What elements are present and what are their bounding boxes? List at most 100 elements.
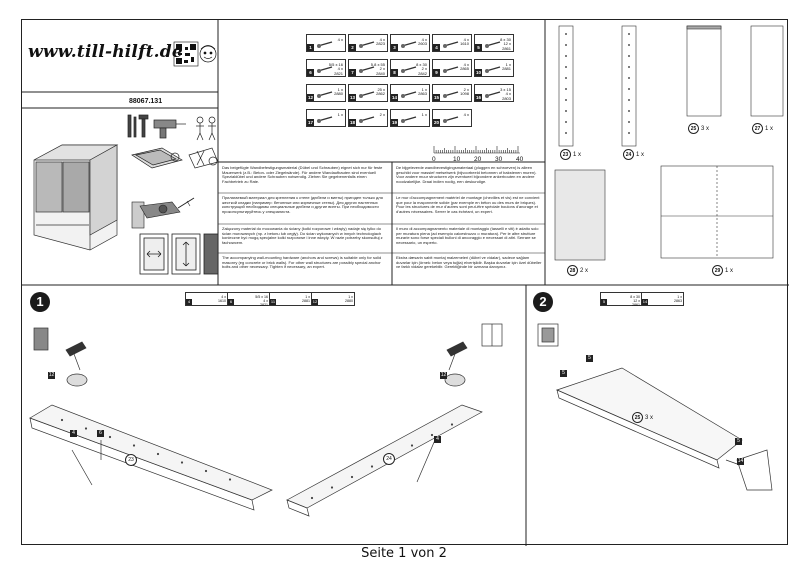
panel-number: 27 bbox=[752, 123, 763, 134]
step1-badge: 1 bbox=[30, 292, 50, 312]
panel-hole bbox=[565, 44, 567, 46]
part-number: 6 bbox=[307, 69, 314, 76]
panel-number: 23 bbox=[560, 149, 571, 160]
part-quantity: 2 x bbox=[379, 112, 385, 117]
step1-hole bbox=[350, 475, 354, 479]
hardware-icon bbox=[317, 116, 333, 123]
page-footer: Seite 1 von 2 bbox=[361, 546, 447, 561]
panel-quantity: 3 x bbox=[701, 126, 710, 132]
step2-illustration bbox=[537, 323, 773, 491]
callout-label: 5 bbox=[735, 438, 742, 445]
qr-code-icon bbox=[173, 41, 199, 67]
part-quantity: 3 x 15 4 x 2803 bbox=[500, 87, 511, 101]
panel-hole bbox=[565, 77, 567, 79]
part-quantity: 8 x 30 12 x 2861 bbox=[500, 37, 511, 51]
panel-hole bbox=[565, 55, 567, 57]
step1-hole bbox=[84, 427, 88, 430]
step1-hole bbox=[204, 469, 208, 473]
instruction-fr: Le mur d'accompagnement matériel de mont… bbox=[396, 196, 540, 214]
hinge-illustration bbox=[131, 197, 195, 229]
ruler-tick-label: 20 bbox=[474, 156, 482, 163]
part-quantity: 8 x 30 2 x 2842 bbox=[416, 62, 427, 76]
step1-hole bbox=[156, 452, 160, 456]
step2-panel-number: 25 bbox=[632, 412, 643, 423]
hardware-icon bbox=[485, 91, 501, 98]
strip-part-number: 6 bbox=[228, 299, 234, 305]
hardware-icon bbox=[401, 41, 417, 48]
part-quantity: 4 x 2823 bbox=[376, 37, 385, 47]
panel-quantity: 2 x bbox=[580, 268, 589, 274]
step1-illustration bbox=[29, 323, 503, 517]
panel-quantity: 1 x bbox=[725, 268, 734, 274]
strip-part-number: 5 bbox=[601, 299, 607, 305]
instruction-en: The accompanying wall-mounting hardware … bbox=[222, 256, 382, 270]
step1-hole bbox=[310, 496, 314, 500]
panel-quantity: 1 x bbox=[573, 152, 582, 158]
strip-part-quantity: 8 x 30 12 x 2861 bbox=[630, 295, 641, 307]
panel-number: 28 bbox=[567, 265, 578, 276]
strip-part-number: 12 bbox=[312, 299, 318, 305]
instruction-nl: De bijgeleverde wandbevestigingsmateriaa… bbox=[396, 166, 537, 184]
panel-hole bbox=[565, 33, 567, 35]
strip-part-number: 11 bbox=[270, 299, 276, 305]
part-quantity: 4 x 2865 bbox=[460, 62, 469, 72]
part-number: 17 bbox=[307, 119, 314, 126]
part-cell: 18 2 x bbox=[348, 109, 388, 127]
part-quantity: 1 x 2881 bbox=[502, 62, 511, 72]
step1-hole bbox=[228, 478, 232, 481]
step1-hole bbox=[330, 486, 334, 489]
part-number: 9 bbox=[433, 69, 440, 76]
part-number: 16 bbox=[475, 94, 482, 101]
callout-label: 4 bbox=[434, 436, 441, 443]
step1-hole bbox=[108, 435, 112, 439]
step1-hole bbox=[132, 444, 136, 447]
part-number: 2 bbox=[349, 44, 356, 51]
instruction-pl: Załączony materiał do mocowania do ścian… bbox=[222, 227, 383, 245]
brand-logo[interactable]: www.till-hilft.de bbox=[28, 42, 183, 62]
part-number: 18 bbox=[349, 119, 356, 126]
part-quantity: 1 x 2863 bbox=[418, 87, 427, 97]
panel-number: 25 bbox=[688, 123, 699, 134]
instruction-it: Il muro di accompagnamento materiale di … bbox=[396, 227, 539, 245]
step1-hole bbox=[180, 461, 184, 464]
panel-number: 29 bbox=[712, 265, 723, 276]
hardware-icon bbox=[401, 116, 417, 123]
panel-hole bbox=[628, 121, 630, 123]
step1-hole bbox=[410, 444, 414, 447]
panel-hole bbox=[628, 77, 630, 79]
ruler-tick-label: 30 bbox=[495, 156, 503, 163]
callout-label: 4 bbox=[70, 430, 77, 437]
strip-part-number: 14 bbox=[642, 299, 649, 305]
hardware-icon bbox=[443, 91, 459, 98]
panel-hole bbox=[565, 121, 567, 123]
part-quantity: 1 x bbox=[337, 112, 343, 117]
panel-hole bbox=[628, 44, 630, 46]
part-cell: 9 4 x 2865 bbox=[432, 59, 472, 77]
instruction-tr: Ekstra dæsarin sabit montaj malzemeleri … bbox=[396, 256, 542, 270]
part-number: 15 bbox=[433, 94, 440, 101]
part-number: 1 bbox=[307, 44, 314, 51]
ruler bbox=[433, 146, 520, 154]
panel-drawings bbox=[554, 25, 784, 261]
panel-hole bbox=[565, 132, 567, 134]
hardware-icon bbox=[443, 116, 459, 123]
panel-hole bbox=[628, 99, 630, 101]
